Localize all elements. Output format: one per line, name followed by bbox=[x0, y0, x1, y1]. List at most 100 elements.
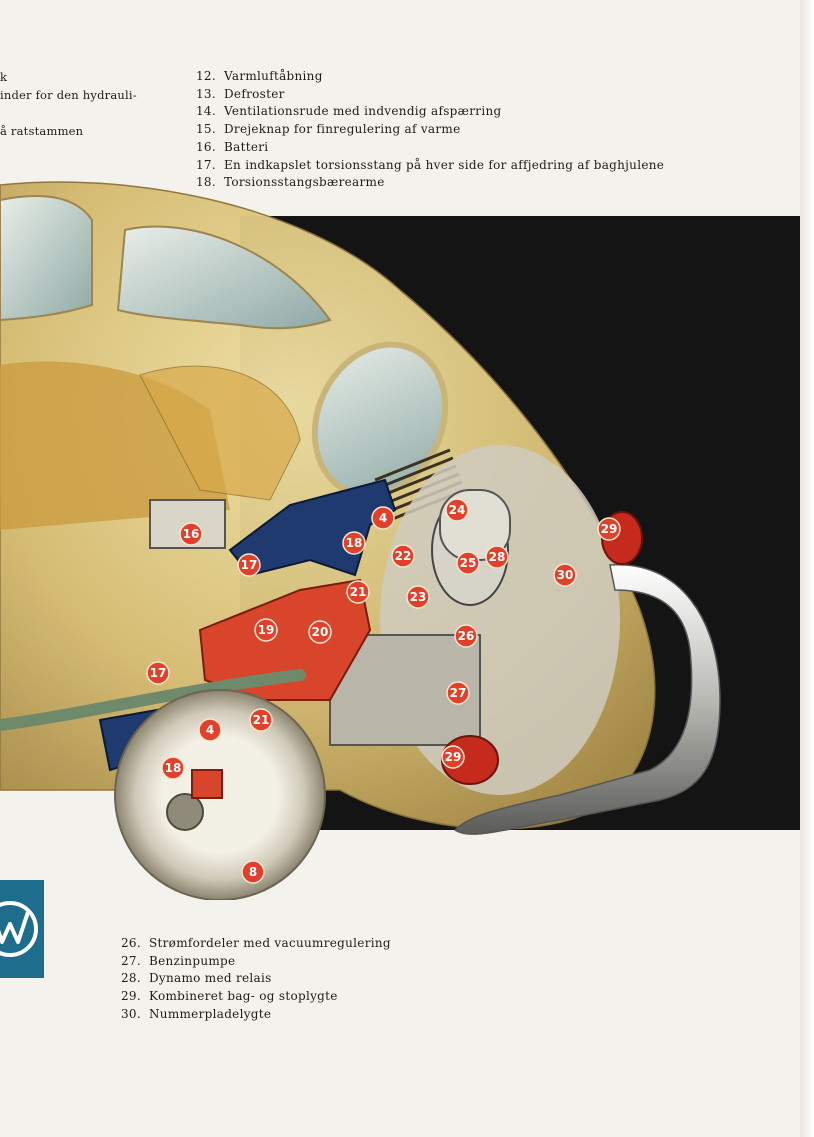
part-marker-label: 21 bbox=[350, 585, 367, 599]
part-marker: 21 bbox=[346, 580, 370, 604]
legend-number: 12. bbox=[196, 69, 216, 83]
part-marker: 17 bbox=[237, 553, 261, 577]
part-marker: 21 bbox=[249, 708, 273, 732]
part-marker-label: 19 bbox=[258, 623, 275, 637]
legend-number: 15. bbox=[196, 122, 216, 137]
part-marker-circle bbox=[446, 681, 470, 705]
part-marker-label: 17 bbox=[241, 558, 258, 572]
part-marker-label: 21 bbox=[253, 713, 270, 727]
part-marker-circle bbox=[441, 745, 465, 769]
part-marker-circle bbox=[371, 506, 395, 530]
legend-row: 16. Batteri bbox=[196, 139, 664, 157]
part-marker-label: 20 bbox=[312, 625, 329, 639]
legend-row: 29.Kombineret bag- og stoplygte bbox=[121, 988, 391, 1006]
legend-number: 16. bbox=[196, 139, 216, 154]
car-cutaway-illustration: 4 8 16 17 17 18 18 19 20 21 21 22 23 24 25 26 27 28 29 29 30… bbox=[0, 181, 800, 900]
legend-top: 12. Varmluftåbning 13. Defroster 14. Ventil… bbox=[196, 68, 664, 192]
legend-row: 14. Ventilationsrude med indvendig afspær… bbox=[196, 103, 664, 121]
part-marker-label: 18 bbox=[346, 536, 363, 550]
part-marker-label: 4 bbox=[379, 511, 387, 525]
torsion-tube bbox=[0, 669, 306, 731]
left-column-text: k inder for den hydrauli- å ratstammen bbox=[0, 68, 180, 140]
part-marker-label: 16 bbox=[183, 527, 200, 541]
part-marker: 4 bbox=[198, 718, 222, 742]
part-marker-circle bbox=[346, 580, 370, 604]
part-marker: 16 bbox=[179, 522, 203, 546]
part-marker: 30 bbox=[553, 563, 577, 587]
rear-bumper bbox=[453, 564, 721, 835]
legend-bottom: 26.Strømfordeler med vacuumregulering 27… bbox=[121, 935, 391, 1024]
seat-back bbox=[139, 365, 301, 501]
part-marker-label: 29 bbox=[601, 522, 618, 536]
part-marker-label: 25 bbox=[460, 556, 477, 570]
part-marker: 25 bbox=[456, 551, 480, 575]
legend-number: 13. bbox=[196, 86, 216, 101]
part-marker-circle bbox=[179, 522, 203, 546]
legend-label: Nummerpladelygte bbox=[149, 1006, 272, 1021]
legend-number: 17. bbox=[196, 157, 216, 172]
part-marker-label: 30 bbox=[557, 568, 574, 582]
part-marker: 23 bbox=[406, 585, 430, 609]
part-marker: 24 bbox=[445, 498, 469, 522]
part-marker-circle bbox=[485, 545, 509, 569]
legend-label: Defroster bbox=[224, 86, 285, 101]
vw-badge bbox=[0, 880, 44, 978]
part-marker: 22 bbox=[391, 544, 415, 568]
part-marker-circle bbox=[456, 551, 480, 575]
part-marker-circle bbox=[597, 517, 621, 541]
part-marker-label: 8 bbox=[249, 865, 257, 879]
left-line: å ratstammen bbox=[0, 124, 84, 138]
legend-row: 15.Drejeknap for finregulering af varme bbox=[196, 121, 664, 139]
part-marker: 18 bbox=[161, 756, 185, 780]
part-marker-circle bbox=[254, 618, 278, 642]
part-marker-circle bbox=[342, 531, 366, 555]
rear-quarter-window bbox=[116, 225, 332, 330]
legend-label: Varmluftåbning bbox=[224, 69, 323, 83]
legend-label: Kombineret bag- og stoplygte bbox=[149, 989, 338, 1004]
vw-logo-icon bbox=[0, 901, 38, 957]
left-line: inder for den hydrauli- bbox=[0, 88, 137, 102]
legend-label: Ventilationsrude med indvendig afspærrin… bbox=[224, 104, 502, 119]
legend-label: Dynamo med relais bbox=[149, 971, 272, 986]
legend-row: 12. Varmluftåbning bbox=[196, 68, 664, 86]
part-marker-label: 22 bbox=[395, 549, 412, 563]
part-marker: 19 bbox=[254, 618, 278, 642]
legend-label: Benzinpumpe bbox=[149, 953, 236, 968]
left-line: k bbox=[0, 70, 8, 84]
part-marker-label: 26 bbox=[458, 629, 475, 643]
part-marker: 20 bbox=[308, 620, 332, 644]
part-marker: 17 bbox=[146, 661, 170, 685]
part-marker-circle bbox=[391, 544, 415, 568]
part-marker-circle bbox=[406, 585, 430, 609]
part-marker: 29 bbox=[441, 745, 465, 769]
legend-number: 14. bbox=[196, 104, 216, 119]
hubcap bbox=[166, 793, 204, 831]
part-marker-circle bbox=[198, 718, 222, 742]
part-marker: 4 bbox=[371, 506, 395, 530]
legend-row: 26.Strømfordeler med vacuumregulering bbox=[121, 935, 391, 953]
legend-row: 17. En indkapslet torsionsstang på hver s… bbox=[196, 157, 664, 175]
legend-row: 13. Defroster bbox=[196, 86, 664, 104]
part-marker-circle bbox=[249, 708, 273, 732]
part-marker: 8 bbox=[241, 860, 265, 884]
part-marker: 29 bbox=[597, 517, 621, 541]
legend-label: En indkapslet torsionsstang på hver side… bbox=[224, 157, 665, 172]
part-marker-label: 17 bbox=[150, 666, 167, 680]
part-marker-circle bbox=[241, 860, 265, 884]
part-marker-label: 28 bbox=[489, 550, 506, 564]
legend-number: 30. bbox=[121, 1006, 141, 1021]
part-marker-circle bbox=[146, 661, 170, 685]
part-marker: 18 bbox=[342, 531, 366, 555]
part-marker-circle bbox=[454, 624, 478, 648]
part-marker-circle bbox=[308, 620, 332, 644]
part-marker-label: 24 bbox=[449, 503, 466, 517]
part-marker-circle bbox=[445, 498, 469, 522]
legend-label: Batteri bbox=[224, 139, 269, 154]
brake-drum bbox=[191, 769, 223, 799]
part-marker-circle bbox=[161, 756, 185, 780]
part-marker-label: 27 bbox=[450, 686, 467, 700]
part-marker-label: 23 bbox=[410, 590, 427, 604]
legend-number: 26. bbox=[121, 936, 141, 950]
part-marker-label: 4 bbox=[206, 723, 214, 737]
legend-row: 27.Benzinpumpe bbox=[121, 953, 391, 971]
